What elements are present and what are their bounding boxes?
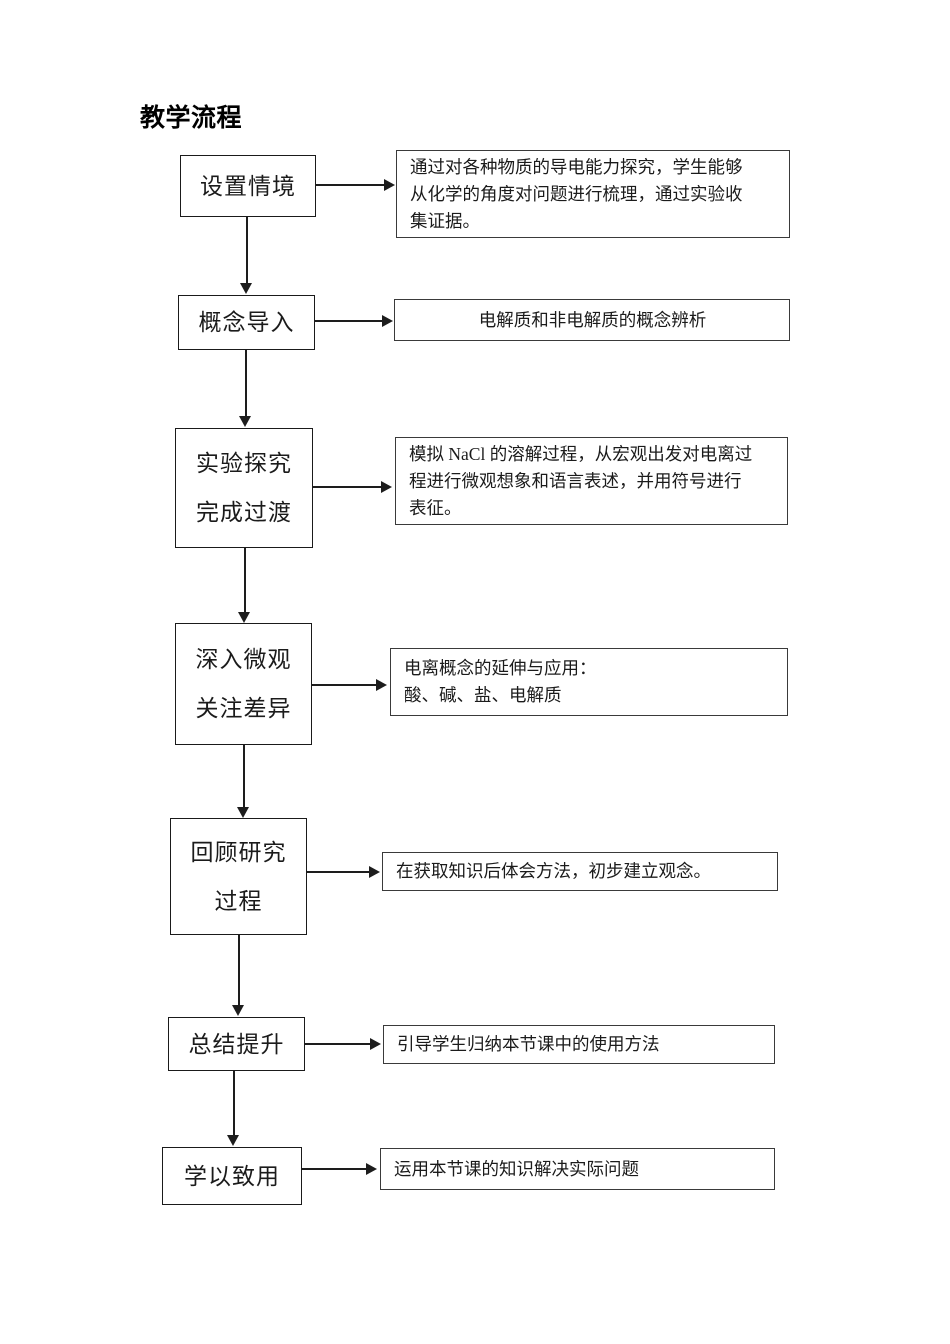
connector-summarize-to-desc [305,1043,370,1046]
arrowhead-down-icon [239,416,251,427]
stage-box-concept-intro[interactable]: 概念导入 [178,295,315,350]
stage-label-line: 总结提升 [188,1031,285,1057]
stage-box-micro-view[interactable]: 深入微观 关注差异 [175,623,312,745]
desc-line: 电解质和非电解质的概念辨析 [478,309,707,330]
desc-line: 在获取知识后体会方法，初步建立观念。 [396,861,711,881]
stage-box-experiment-inquiry[interactable]: 实验探究 完成过渡 [175,428,313,548]
connector-concept-intro-to-desc [315,320,382,323]
arrowhead-right-icon [366,1163,377,1175]
arrowhead-down-icon [238,612,250,623]
arrowhead-right-icon [369,866,380,878]
desc-box-experiment-inquiry[interactable]: 模拟 NaCl 的溶解过程，从宏观出发对电离过 程进行微观想象和语言表述，并用符… [395,437,788,525]
stage-label-line: 学以致用 [184,1163,280,1189]
stage-box-set-scene[interactable]: 设置情境 [180,155,316,217]
page-title: 教学流程 [140,104,243,132]
arrowhead-right-icon [370,1038,381,1050]
connector-concept-intro-to-experiment [245,350,248,416]
stage-box-review-process[interactable]: 回顾研究 过程 [170,818,307,935]
connector-experiment-to-desc [313,486,381,489]
stage-box-summarize[interactable]: 总结提升 [168,1017,305,1071]
desc-box-set-scene[interactable]: 通过对各种物质的导电能力探究，学生能够 从化学的角度对问题进行梳理，通过实验收 … [396,150,790,238]
desc-line: 通过对各种物质的导电能力探究，学生能够 [410,156,743,177]
desc-line: 集证据。 [410,210,480,231]
desc-box-concept-intro[interactable]: 电解质和非电解质的概念辨析 [394,299,790,341]
stage-label-line: 回顾研究 [190,839,287,865]
desc-line: 引导学生归纳本节课中的使用方法 [397,1034,660,1054]
stage-label-line: 实验探究 [196,451,292,476]
desc-line: 程进行微观想象和语言表述，并用符号进行 [409,470,742,491]
stage-label-line: 设置情境 [200,173,296,199]
stage-label-line: 过程 [214,888,263,914]
connector-set-scene-to-concept-intro [246,217,249,283]
arrowhead-right-icon [382,315,393,327]
desc-box-summarize[interactable]: 引导学生归纳本节课中的使用方法 [383,1025,775,1064]
connector-review-to-summarize [238,935,241,1005]
connector-summarize-to-apply [233,1071,236,1135]
connector-experiment-to-micro-view [244,548,247,612]
stage-label-line: 深入微观 [195,647,292,672]
connector-apply-to-desc [302,1168,366,1171]
stage-box-apply-knowledge[interactable]: 学以致用 [162,1147,302,1205]
desc-line: 运用本节课的知识解决实际问题 [394,1158,639,1179]
desc-box-micro-view[interactable]: 电离概念的延伸与应用： 酸、碱、盐、电解质 [390,648,788,716]
connector-micro-view-to-review [243,745,246,807]
arrowhead-down-icon [232,1005,244,1016]
stage-label-line: 关注差异 [195,696,292,721]
arrowhead-right-icon [376,679,387,691]
arrowhead-down-icon [240,283,252,294]
stage-label-line: 完成过渡 [196,500,292,525]
arrowhead-right-icon [381,481,392,493]
desc-line: 酸、碱、盐、电解质 [404,685,562,705]
desc-line: 从化学的角度对问题进行梳理，通过实验收 [410,183,743,204]
stage-label-line: 概念导入 [198,310,295,335]
arrowhead-down-icon [237,807,249,818]
connector-review-to-desc [307,871,369,874]
connector-set-scene-to-desc [316,184,384,187]
desc-box-apply-knowledge[interactable]: 运用本节课的知识解决实际问题 [380,1148,775,1190]
desc-line: 表征。 [409,497,462,518]
arrowhead-right-icon [384,179,395,191]
connector-micro-view-to-desc [312,684,376,687]
desc-line: 电离概念的延伸与应用： [404,658,597,678]
arrowhead-down-icon [227,1135,239,1146]
desc-line: 模拟 NaCl 的溶解过程，从宏观出发对电离过 [409,443,753,464]
desc-box-review-process[interactable]: 在获取知识后体会方法，初步建立观念。 [382,852,778,891]
